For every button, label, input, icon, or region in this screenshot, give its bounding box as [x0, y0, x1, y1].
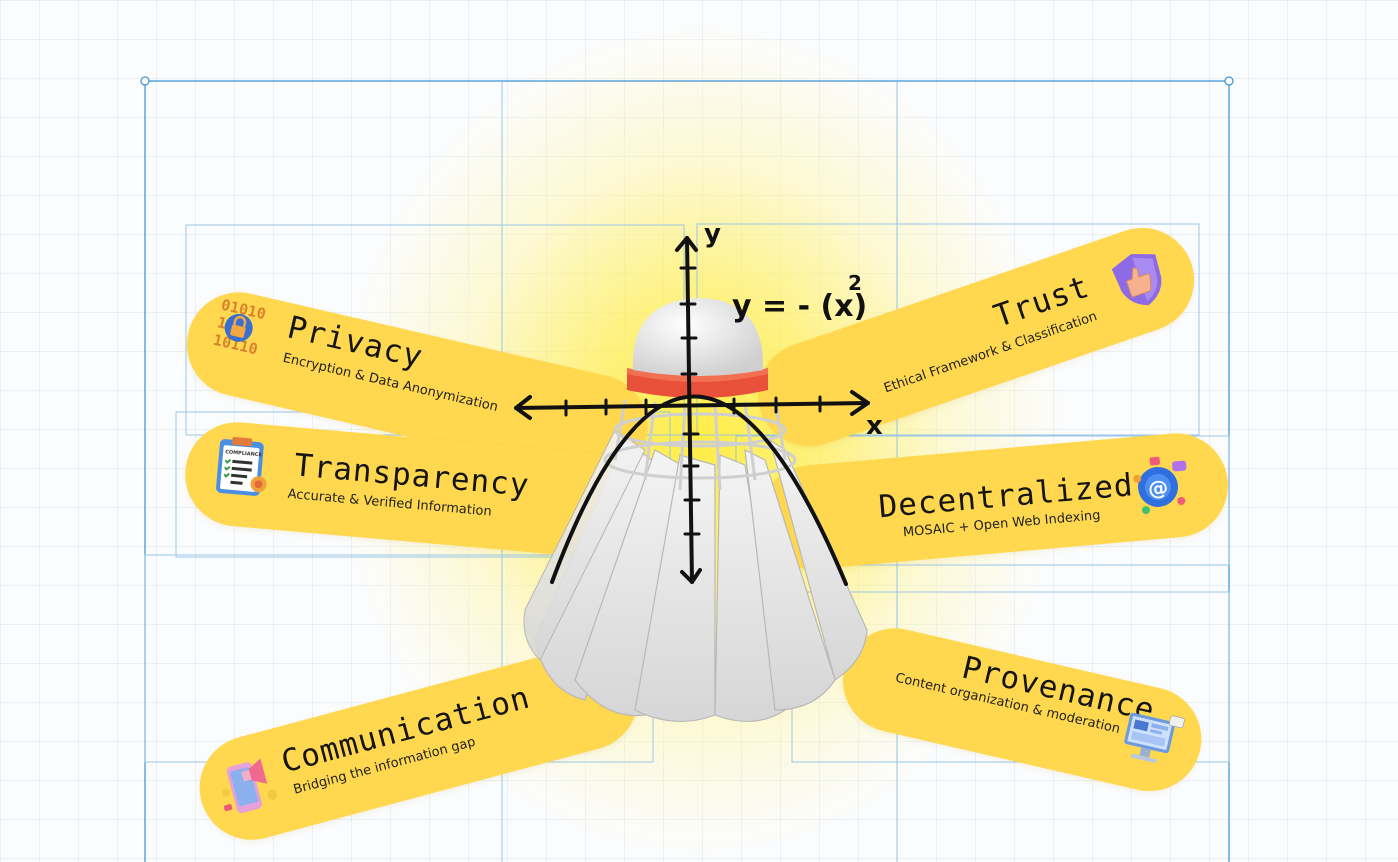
y-axis-arrow-up	[675, 236, 698, 252]
y-axis-arrow-down	[680, 568, 702, 584]
shield-thumbs-up-icon	[1111, 254, 1162, 306]
y-axis-label: y	[704, 220, 721, 249]
parabola-curve	[550, 394, 848, 586]
transparency-pill: COMPLIANCE Transparency Accurate & Verif…	[180, 418, 659, 563]
compliance-clipboard-icon: COMPLIANCE	[216, 436, 267, 496]
equation-exponent: 2	[848, 271, 862, 295]
decentralized-pill: Decentralized MOSAIC + Open Web Indexing…	[755, 429, 1233, 574]
x-axis-arrow-right	[850, 390, 870, 416]
binary-lock-icon: 01010 1011 10110	[211, 296, 267, 359]
monitor-dashboard-icon	[1124, 712, 1185, 763]
axis-ticks	[564, 266, 822, 536]
x-axis-arrow-left	[514, 395, 532, 420]
x-axis-label: x	[866, 411, 883, 441]
parabola-graph: y x y = - (x) 2	[514, 220, 883, 586]
communication-pill: Communication Bridging the information g…	[188, 634, 650, 852]
phone-megaphone-icon	[222, 758, 278, 814]
privacy-pill: 01010 1011 10110 Privacy Encryption & Da…	[176, 282, 658, 490]
globe-network-icon: @	[1133, 456, 1187, 515]
at-symbol: @	[1147, 475, 1169, 501]
trust-pill: Ethical Framework & Classification Trust	[744, 213, 1209, 461]
y-axis-line	[685, 236, 694, 584]
x-axis-line	[514, 401, 870, 410]
equation-label: y = - (x)	[732, 289, 867, 324]
provenance-pill: Provenance Content organization & modera…	[832, 618, 1212, 802]
shuttlecock-illustration	[523, 298, 868, 723]
trust-subtitle: Ethical Framework & Classification	[882, 309, 1100, 397]
compliance-text: COMPLIANCE	[225, 449, 263, 458]
